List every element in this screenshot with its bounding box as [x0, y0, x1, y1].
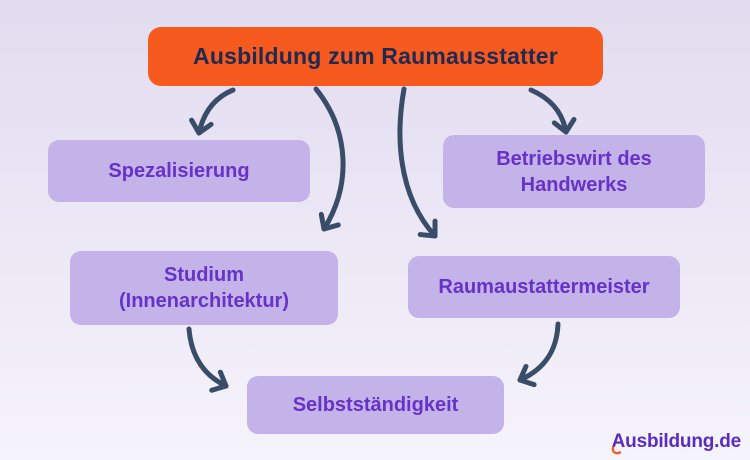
node-label: Selbstständigkeit	[292, 394, 459, 416]
node-selbststaendigkeit: Selbstständigkeit	[247, 376, 504, 434]
node-label: Studium (Innenarchitektur)	[118, 264, 290, 312]
node-label: Spezalisierung	[108, 160, 250, 182]
edge-root-to-raumaustattermeister	[397, 86, 438, 239]
node-spezalisierung: Spezalisierung	[48, 140, 310, 202]
node-betriebswirt-des-handwerks: Betriebswirt des Handwerks	[443, 135, 705, 208]
node-label: Raumaustattermeister	[438, 276, 650, 298]
logo-accent-icon	[611, 446, 621, 455]
node-studium-innenarchitektur: Studium (Innenarchitektur)	[70, 251, 338, 325]
logo-text: Ausbildung.de	[611, 431, 742, 452]
edge-studium-to-selbststaendigkeit	[186, 326, 229, 393]
edge-root-to-betriebswirt	[528, 87, 577, 135]
node-ausbildung-zum-raumausstatter: Ausbildung zum Raumausstatter	[148, 27, 603, 86]
node-label: Betriebswirt des Handwerks	[496, 147, 652, 196]
node-label: Ausbildung zum Raumausstatter	[193, 43, 558, 69]
edge-raumaustattermeister-to-selbststaendigkeit	[517, 321, 561, 388]
node-raumaustattermeister: Raumaustattermeister	[408, 256, 680, 318]
brand-logo: Ausbildung.de	[611, 431, 742, 455]
edge-root-to-spezalisierung	[189, 87, 236, 136]
edge-root-to-studium	[313, 86, 346, 232]
